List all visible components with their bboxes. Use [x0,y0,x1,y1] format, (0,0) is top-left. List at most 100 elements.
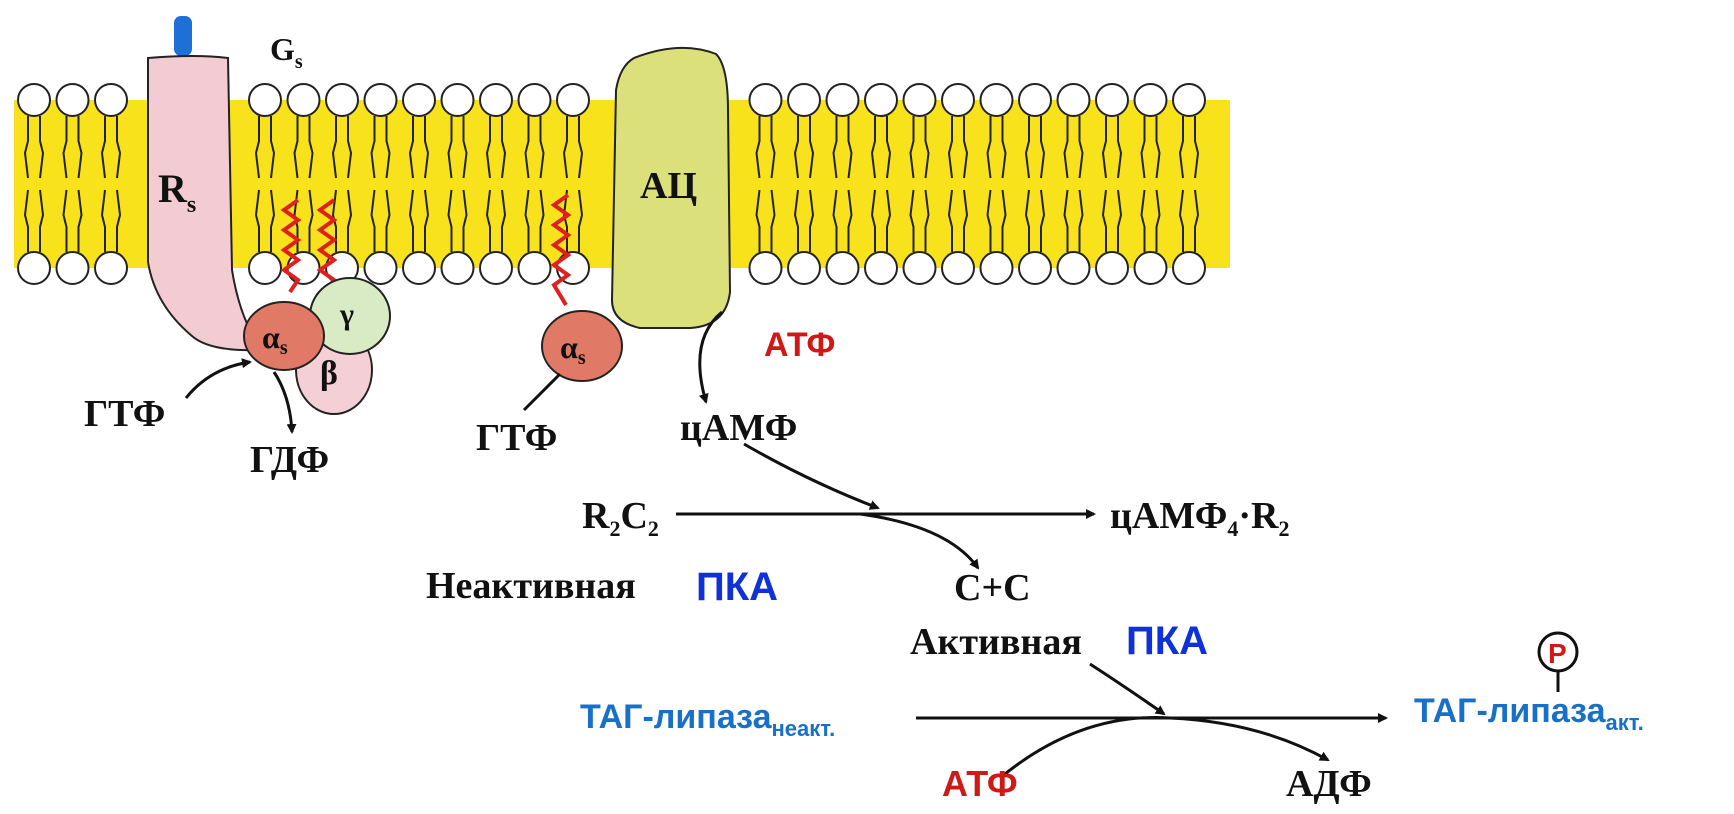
lipid-tail [524,189,530,252]
lipid-head-inner [17,251,51,285]
lipid-tail [755,116,761,179]
lipid-head-outer [1095,83,1129,117]
camp-to-pka-arrow [743,442,880,510]
lipid-tail [832,116,838,179]
lipid-head-outer [17,83,51,117]
lipid-head-inner [55,251,90,285]
lipid-tail [986,116,992,179]
lipid-head-inner [479,251,513,285]
gamma-anchor-1 [280,198,302,294]
lipid-tail [347,189,353,252]
lipid-tail [793,189,799,252]
lipid-tail [1063,116,1069,179]
lipid-tail [1063,189,1069,252]
lipid-tail [524,116,530,179]
ac-body [610,46,732,329]
lipid-tail [562,116,568,179]
lipid-tail [847,116,853,179]
lipid-tail [947,189,953,252]
receptor-rs: Rs [147,16,264,352]
lipid-head-inner [748,251,783,285]
lipid-tail [1040,116,1046,179]
lipid-tail [77,189,83,252]
gs-label: Gs [270,31,303,73]
lipid-tail [116,116,122,179]
cc-label: C+C [954,567,1031,609]
phosphate-label: P [1548,638,1567,669]
g-protein-trimer: β γ αs [243,277,391,415]
lipid-tail [62,116,68,179]
alpha-s-subunit-2 [541,310,623,382]
lipid-tail [1178,189,1184,252]
ac-label: АЦ [640,165,697,207]
lipid-tail [1078,189,1084,252]
lipid-head-outer [864,83,898,117]
lipid-tail [886,116,892,179]
lipid-tail [539,116,545,179]
lipid-head-outer [979,83,1014,117]
gtp-label-mid: ГТФ [476,417,557,459]
tag-lipase-inactive: ТАГ-липазанеакт. [580,698,835,741]
atp-to-camp-arrow [698,310,723,404]
lipid-tail [870,116,876,179]
lipid-tail [370,189,376,252]
lipid-head-outer [941,83,975,117]
lipid-head-inner [1172,251,1206,285]
active-pka-label: ПКА [1126,619,1208,663]
inactive-pka-label: ПКА [696,565,778,609]
lipid-head-outer [325,83,359,117]
r2c2-label: R2C2 [582,495,659,541]
gtp-bond-line [522,372,562,412]
lipid-tail [39,116,45,179]
atp-label-top: АТФ [764,326,835,364]
lipid-tail [924,189,930,252]
lipid-head-outer [440,83,475,117]
lipid-tail [485,116,491,179]
lipid-head-outer [55,83,90,117]
lipid-head-outer [517,83,552,117]
lipid-tail [116,189,122,252]
inactive-pka-text: Неактивная [426,565,636,607]
lipid-tail [1140,189,1146,252]
lipid-tail [1117,116,1123,179]
lipid-head-inner [1056,251,1091,285]
lipid-tail [963,116,969,179]
lipid-head-inner [94,251,128,285]
beta-label: β [320,355,338,392]
lipid-anchors [280,193,572,307]
lipid-tail [370,116,376,179]
lipid-head-inner [941,251,975,285]
atp-adp-arrow [999,716,1330,780]
lipid-tail [39,189,45,252]
gamma-anchor-2 [316,198,338,294]
lipid-head-outer [286,83,321,117]
lipid-tail [1078,116,1084,179]
lipid-head-outer [1018,83,1052,117]
lipid-head-outer [363,83,398,117]
lipid-tail [385,116,391,179]
lipid-head-outer [787,83,821,117]
lipid-tail [909,189,915,252]
lipid-head-inner [864,251,898,285]
lipid-head-outer [1172,83,1206,117]
lipid-tail [809,116,815,179]
cc-release-arrow [859,512,980,570]
lipid-head-outer [902,83,937,117]
lipid-tail [1178,116,1184,179]
lipid-head-inner [1018,251,1052,285]
gdp-label: ГДФ [250,439,329,481]
lipid-tail [886,189,892,252]
lipid-head-inner [402,251,436,285]
atp-label-bottom: АТФ [942,763,1018,804]
lipid-tail [755,189,761,252]
lipid-tail [347,116,353,179]
lipid-tail [539,189,545,252]
lipid-head-inner [440,251,475,285]
lipid-tail [1024,116,1030,179]
lipid-tail [578,189,584,252]
lipid-head-outer [825,83,860,117]
pka-to-lipase-arrow [1089,662,1166,716]
lipid-head-inner [979,251,1014,285]
lipid-tail [408,116,414,179]
